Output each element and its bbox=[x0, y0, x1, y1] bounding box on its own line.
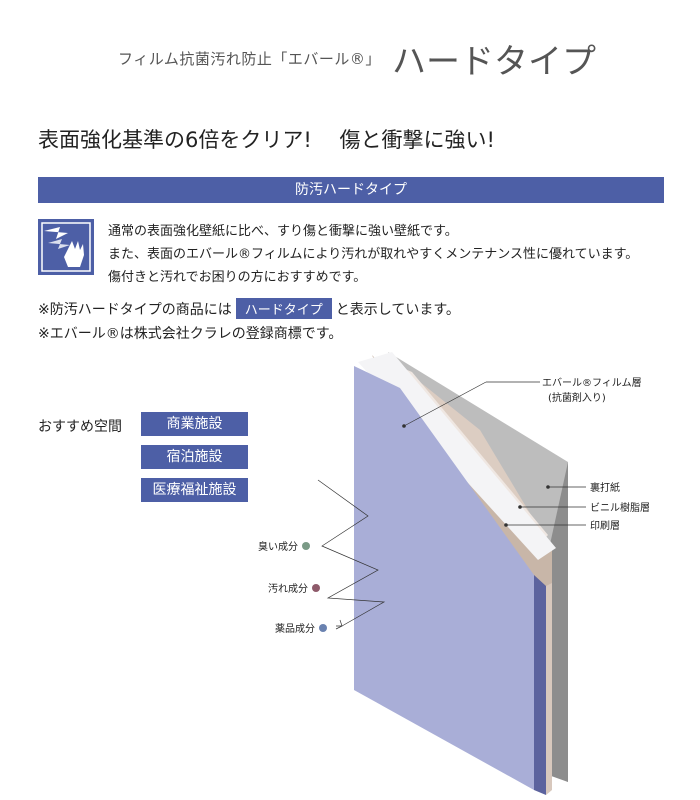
component-dot-stain bbox=[312, 584, 320, 592]
component-label-odor: 臭い成分 bbox=[258, 540, 298, 553]
recommend-label: おすすめ空間 bbox=[38, 419, 122, 435]
intro-line-2: また、表面のエバール®フィルムにより汚れが取れやすくメンテナンス性に優れています… bbox=[108, 247, 639, 262]
note-text-after: と表示しています。 bbox=[335, 302, 460, 318]
tagline: 表面強化基準の6倍をクリア! 傷と衝撃に強い! bbox=[38, 128, 495, 152]
note-line-1: ※防汚ハードタイプの商品にはハードタイプと表示しています。 bbox=[38, 298, 460, 319]
layer-label-print: 印刷層 bbox=[590, 520, 620, 532]
layer-label-vinyl: ビニル樹脂層 bbox=[590, 501, 650, 514]
space-lodging: 宿泊施設 bbox=[141, 445, 248, 469]
product-subtitle: フィルム抗菌汚れ防止「エバール®」 bbox=[118, 50, 381, 68]
space-commercial: 商業施設 bbox=[141, 412, 248, 436]
intro-line-1: 通常の表面強化壁紙に比べ、すり傷と衝撃に強い壁紙です。 bbox=[108, 224, 458, 239]
component-label-chemical: 薬品成分 bbox=[275, 623, 315, 635]
backing-paper-layer bbox=[388, 352, 568, 782]
intro-line-3: 傷付きと汚れでお困りの方におすすめです。 bbox=[108, 270, 367, 285]
product-title: ハードタイプ bbox=[392, 42, 596, 82]
component-dot-chemical bbox=[319, 624, 327, 632]
hard-type-badge: ハードタイプ bbox=[235, 298, 332, 319]
layer-label-antibacterial: (抗菌剤入り) bbox=[548, 391, 606, 404]
component-label-stain: 汚れ成分 bbox=[268, 582, 308, 595]
scratch-impact-hand-icon bbox=[38, 219, 94, 275]
space-medical-welfare: 医療福祉施設 bbox=[141, 478, 248, 502]
component-dot-odor bbox=[302, 542, 310, 550]
layer-label-film: エバール®フィルム層 bbox=[542, 377, 642, 389]
note-line-2: ※エバール®は株式会社クラレの登録商標です。 bbox=[38, 326, 343, 342]
front-surface-panel bbox=[354, 366, 534, 790]
section-banner: 防汚ハードタイプ bbox=[38, 177, 664, 203]
note-text-before: ※防汚ハードタイプの商品には bbox=[38, 302, 232, 318]
layer-label-backing: 裏打紙 bbox=[590, 481, 620, 494]
